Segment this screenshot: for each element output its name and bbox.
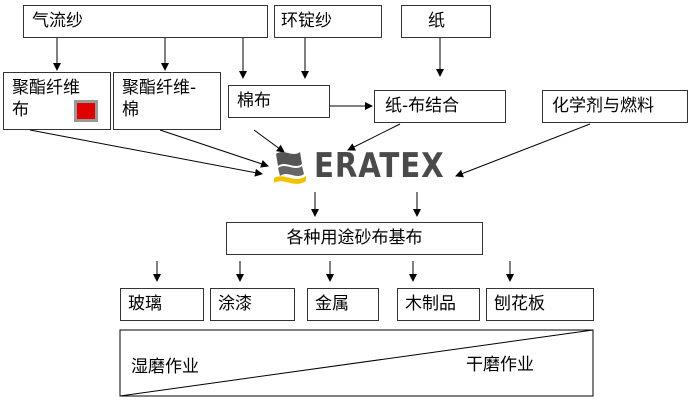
box-polyester: 聚酯纤维 布 xyxy=(3,72,111,130)
app-wood-label: 木制品 xyxy=(405,294,456,314)
air-spun-label: 气流纱 xyxy=(32,11,83,31)
cotton-label: 棉布 xyxy=(237,91,271,111)
app-metal-label: 金属 xyxy=(315,294,349,314)
wedge-frame xyxy=(119,329,594,397)
wedge-diagonal xyxy=(119,329,594,397)
box-app-metal: 金属 xyxy=(307,288,379,321)
box-product: 各种用途砂布基布 xyxy=(226,222,483,255)
box-chemicals: 化学剂与燃料 xyxy=(542,90,688,123)
polyester-cotton-label-2: 棉 xyxy=(122,100,139,121)
paper-cloth-label: 纸-布结合 xyxy=(385,96,460,116)
app-paint-label: 涂漆 xyxy=(218,294,252,314)
arrow-papercloth-to-logo xyxy=(347,123,401,151)
chemicals-label: 化学剂与燃料 xyxy=(552,96,654,116)
app-glass-label: 玻璃 xyxy=(128,294,162,314)
box-air-spun: 气流纱 xyxy=(23,5,268,38)
box-polyester-cotton: 聚酯纤维- 棉 xyxy=(113,72,221,130)
ring-spun-label: 环锭纱 xyxy=(281,11,332,31)
arrows xyxy=(29,38,591,282)
wet-grinding-label: 湿磨作业 xyxy=(131,357,199,377)
polyester-label-2: 布 xyxy=(12,100,29,121)
paper-label: 纸 xyxy=(428,11,445,31)
box-ring-spun: 环锭纱 xyxy=(274,5,382,38)
eratex-logo: ERATEX xyxy=(270,144,445,190)
arrow-cotton-to-logo xyxy=(253,129,285,153)
polyester-label-1: 聚酯纤维 xyxy=(12,78,80,98)
arrow-polycotton-to-logo xyxy=(159,129,269,168)
box-paper: 纸 xyxy=(401,5,491,38)
arrow-polyester-to-logo xyxy=(29,129,263,177)
red-swatch xyxy=(74,100,98,122)
polyester-cotton-label-1: 聚酯纤维- xyxy=(122,78,197,98)
dry-grinding-label: 干磨作业 xyxy=(466,355,534,375)
eratex-logo-text: ERATEX xyxy=(314,146,445,186)
arrow-chemicals-to-logo xyxy=(455,123,591,178)
box-cotton: 棉布 xyxy=(228,85,330,118)
app-board-label: 刨花板 xyxy=(494,294,545,314)
box-app-glass: 玻璃 xyxy=(120,288,204,321)
box-paper-cloth: 纸-布结合 xyxy=(374,90,506,123)
box-app-paint: 涂漆 xyxy=(210,288,295,321)
box-app-board: 刨花板 xyxy=(486,288,594,321)
box-app-wood: 木制品 xyxy=(397,288,480,321)
product-label: 各种用途砂布基布 xyxy=(286,228,423,248)
eratex-wave-icon xyxy=(274,152,306,184)
